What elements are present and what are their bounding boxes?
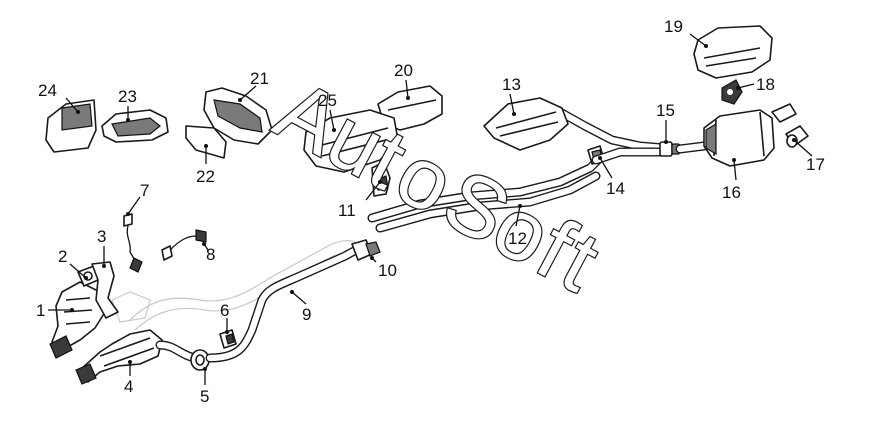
part-17-tail-pipe (785, 125, 809, 148)
callout-22: 22 (196, 167, 215, 186)
callout-25: 25 (318, 91, 337, 110)
part-12-center-pipe (367, 155, 603, 233)
part-13-middle-heat-shield (483, 97, 569, 151)
part-24-bracket (45, 99, 97, 153)
callout-13: 13 (502, 75, 521, 94)
callout-18: 18 (756, 75, 775, 94)
part-16-rear-muffler (703, 103, 797, 167)
callout-numbers: 1 2 3 4 5 6 7 8 9 10 11 12 13 14 15 16 1… (36, 17, 825, 406)
callout-1: 1 (36, 301, 45, 320)
part-8-oxygen-sensor (161, 229, 207, 261)
part-21-manifold-heat-shield (203, 87, 273, 145)
callout-4: 4 (124, 377, 133, 396)
callout-17: 17 (806, 155, 825, 174)
ghost-catalyst-outline (111, 291, 151, 323)
part-10-clamp (351, 239, 381, 261)
callout-23: 23 (118, 87, 137, 106)
callout-7: 7 (140, 181, 149, 200)
part-15-clamp (659, 141, 709, 157)
part-1-exhaust-manifold (49, 281, 106, 359)
part-3-connector (91, 261, 119, 319)
callout-20: 20 (394, 61, 413, 80)
callout-10: 10 (378, 261, 397, 280)
callout-16: 16 (722, 183, 741, 202)
callout-19: 19 (664, 17, 683, 36)
callout-5: 5 (200, 387, 209, 406)
part-4-catalytic-converter (75, 329, 200, 385)
watermark-autosoft: A u t o S o f t (260, 61, 615, 312)
part-7-oxygen-sensor (123, 213, 143, 273)
leader-dots (70, 44, 796, 371)
rear-pipe-section (555, 107, 669, 165)
callout-8: 8 (206, 245, 215, 264)
callout-3: 3 (97, 227, 106, 246)
part-19-rear-heat-shield (693, 25, 773, 79)
callout-6: 6 (220, 301, 229, 320)
callout-11: 11 (338, 201, 356, 220)
part-25-heat-shield (303, 109, 399, 173)
callout-2: 2 (58, 247, 67, 266)
part-9-front-pipe (205, 245, 361, 363)
part-18-rubber-mount (721, 79, 743, 105)
part-23-heat-shield (101, 109, 169, 143)
callout-24: 24 (38, 81, 57, 100)
part-5-flange (190, 349, 210, 371)
callout-12: 12 (508, 229, 527, 248)
part-22-shield-plate (185, 125, 227, 159)
callout-15: 15 (656, 101, 675, 120)
callout-14: 14 (606, 179, 625, 198)
leader-lines (48, 33, 813, 385)
callout-9: 9 (302, 305, 311, 324)
callout-21: 21 (250, 69, 269, 88)
